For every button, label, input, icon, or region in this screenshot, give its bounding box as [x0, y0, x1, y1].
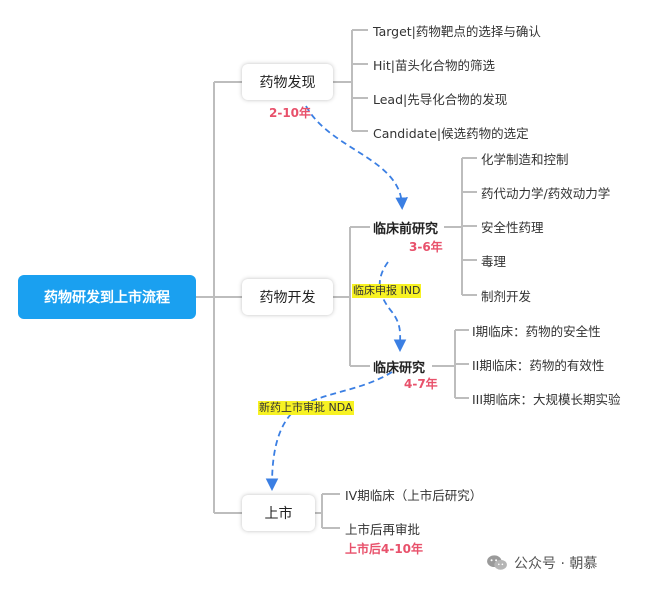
preclinical-connector	[444, 157, 477, 296]
market-item: 上市后再审批	[345, 522, 421, 537]
clinical-item: II期临床：药物的有效性	[472, 358, 605, 373]
preclinical-item: 毒理	[481, 254, 507, 269]
discovery-item: Lead|先导化合物的发现	[373, 92, 508, 107]
market-item: IV期临床（上市后研究）	[345, 488, 483, 503]
discovery-item: Hit|苗头化合物的筛选	[373, 58, 495, 73]
root-connector	[196, 81, 242, 514]
clinical-duration: 4-7年	[404, 377, 438, 391]
discovery-duration: 2-10年	[269, 106, 312, 120]
preclinical-label: 临床前研究	[373, 222, 439, 237]
discovery-item: Target|药物靶点的选择与确认	[373, 24, 541, 39]
root-node: 药物研发到上市流程	[18, 275, 196, 319]
preclinical-item: 化学制造和控制	[481, 152, 569, 167]
market-connector	[315, 493, 340, 529]
watermark: 公众号 · 朝慕	[486, 553, 597, 573]
preclinical-item: 安全性药理	[481, 220, 544, 235]
milestone-nda: 新药上市审批 NDA	[258, 401, 354, 415]
clinical-item: I期临床：药物的安全性	[472, 324, 601, 339]
milestone-ind: 临床申报 IND	[352, 284, 422, 298]
flow-arrow-preclinical-to-clinical	[378, 261, 407, 353]
development-connector	[333, 226, 370, 367]
clinical-connector	[432, 329, 469, 399]
stage-market-node: 上市	[242, 495, 315, 531]
clinical-label: 临床研究	[373, 361, 426, 376]
discovery-item: Candidate|候选药物的选定	[373, 126, 529, 141]
discovery-connector	[333, 29, 368, 132]
clinical-item: III期临床：大规模长期实验	[472, 392, 621, 407]
preclinical-item: 制剂开发	[481, 289, 532, 304]
stage-development-node: 药物开发	[242, 279, 333, 315]
flow-arrow-clinical-to-market	[265, 371, 393, 492]
watermark-text: 公众号 · 朝慕	[514, 556, 598, 572]
market-duration: 上市后4-10年	[345, 542, 424, 556]
flow-arrow-discovery-to-preclinical	[305, 105, 408, 211]
stage-discovery-node: 药物发现	[242, 64, 333, 100]
preclinical-item: 药代动力学/药效动力学	[481, 186, 611, 201]
preclinical-duration: 3-6年	[409, 240, 443, 254]
wechat-icon	[487, 555, 507, 570]
